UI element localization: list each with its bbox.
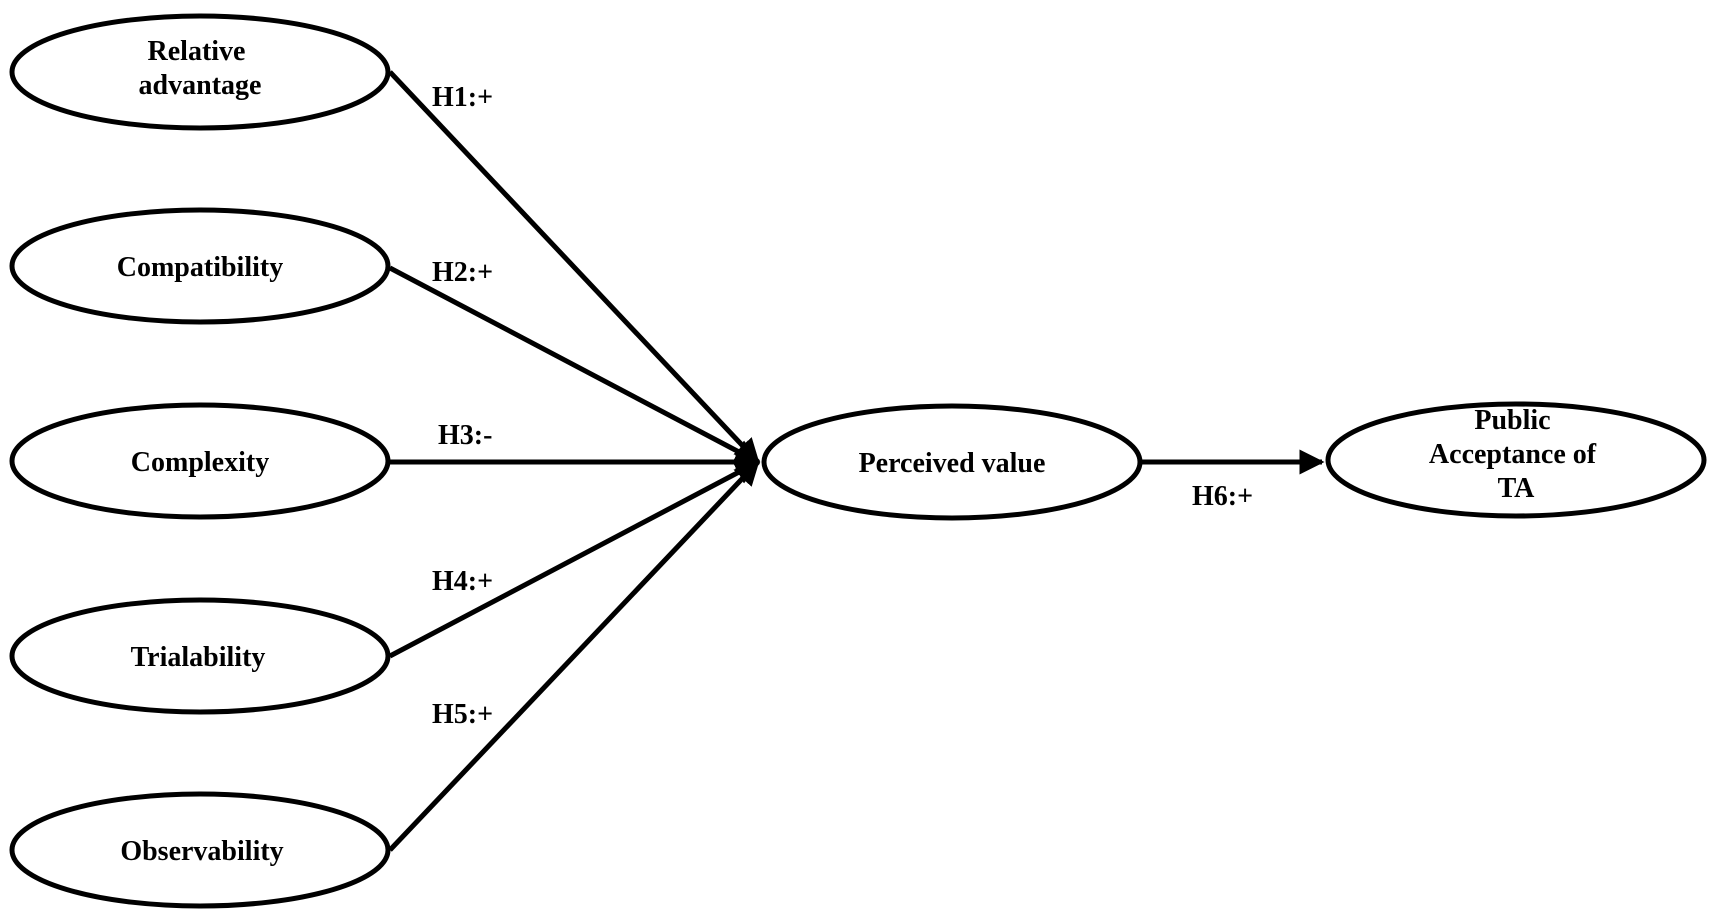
node-compatibility: Compatibility [9, 207, 391, 325]
edge-label-h2: H2:+ [432, 257, 493, 288]
node-label: Compatibility [117, 252, 283, 283]
svg-text:Relative advantage: Relative advantage [139, 36, 262, 101]
edge-labels: H1:+ H2:+ H3:- H4:+ H5:+ H6:+ [432, 82, 1253, 730]
edge-h2 [388, 265, 761, 465]
node-label-line: Public [1474, 405, 1550, 436]
node-label-line: advantage [139, 70, 262, 101]
node-relative-advantage: Relative advantage [9, 13, 391, 131]
edge-label-h4: H4:+ [432, 566, 493, 597]
node-label: Perceived value [859, 448, 1046, 479]
node-label-line: Relative [148, 36, 246, 67]
node-label-line: Acceptance of [1429, 439, 1597, 470]
edge-label-h6: H6:+ [1192, 481, 1253, 512]
node-perceived-value: Perceived value [761, 403, 1143, 521]
node-label: Trialability [131, 642, 266, 673]
edge-label-h3: H3:- [438, 420, 492, 451]
svg-text:Public Acceptance of: Public Acceptance of TA [1429, 405, 1603, 504]
edge-h1 [388, 70, 760, 464]
node-label: Complexity [131, 447, 269, 478]
node-public-acceptance: Public Acceptance of TA [1325, 401, 1707, 519]
node-trialability: Trialability [9, 597, 391, 715]
edges [388, 70, 1325, 852]
edge-label-h1: H1:+ [432, 82, 493, 113]
node-label-line: TA [1498, 473, 1536, 504]
node-complexity: Complexity [9, 402, 391, 520]
node-label: Observability [120, 836, 283, 867]
edge-h5 [388, 460, 760, 852]
edge-h4 [388, 459, 761, 659]
edge-label-h5: H5:+ [432, 699, 493, 730]
node-observability: Observability [9, 791, 391, 909]
